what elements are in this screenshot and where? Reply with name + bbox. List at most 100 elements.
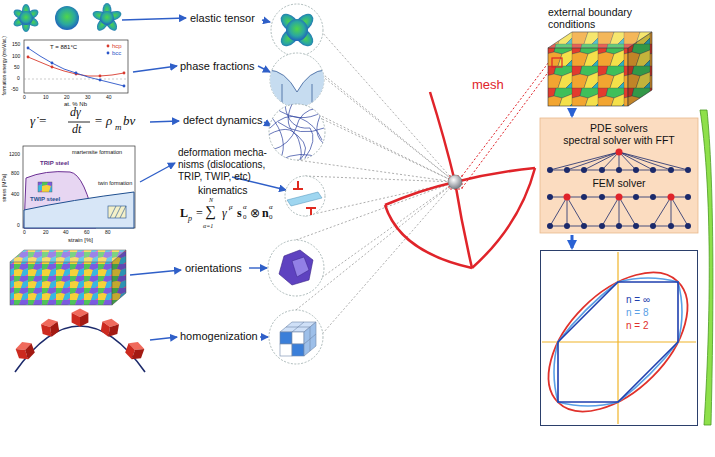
equation-term: n <box>262 207 269 221</box>
phase-chart-part <box>24 79 128 80</box>
solver-panel-part-part <box>633 167 639 173</box>
stress-strain-chart-part <box>24 192 134 228</box>
scale-circles-part <box>271 4 323 56</box>
flow-arrow <box>571 108 574 116</box>
text-label: elastic tensor <box>190 12 255 25</box>
node-text: n = 8 <box>626 307 649 319</box>
solver-panel-part-part <box>581 194 587 200</box>
mesh-lines-part <box>472 168 535 268</box>
mesh-lines <box>385 92 535 268</box>
ebsd-map-part <box>10 250 126 262</box>
phase-chart-part <box>24 40 128 93</box>
equation-term: α <box>229 203 233 211</box>
text-label: 800 <box>11 171 19 177</box>
yield-surface-part <box>617 252 618 424</box>
equation-term: = ρ <box>94 114 112 129</box>
scale-circles-part-part <box>292 332 304 344</box>
scale-circles-part <box>293 181 316 215</box>
flow-arrows-part <box>122 18 186 20</box>
solver-panel-part-part <box>616 223 622 229</box>
text-label: 1200 <box>9 152 20 158</box>
mesh-lines-part <box>385 168 535 205</box>
flow-arrows-part <box>130 270 181 275</box>
solver-panel-part-part <box>616 149 623 156</box>
tensor-blobs-part <box>55 6 79 30</box>
solver-panel-part-part <box>668 167 674 173</box>
scale-circles-part-part <box>272 108 318 150</box>
solver-panel-part-part <box>650 223 656 229</box>
mesh-node <box>448 175 462 189</box>
equation-term: 0 <box>269 213 273 221</box>
scale-circles-part <box>280 322 316 356</box>
energy-barrier-cubes-part <box>100 317 120 338</box>
text-label: 60 <box>84 230 90 236</box>
equation-term: N <box>209 197 213 204</box>
yield-surface-part <box>558 282 678 402</box>
text-label: 150 <box>12 42 20 48</box>
phase-chart-part-part <box>75 73 78 76</box>
scale-circles-part <box>268 240 324 296</box>
axis-title: formation energy (meV/at.) <box>2 36 8 95</box>
flow-arrows-part <box>150 121 179 122</box>
text-label: phase fractions <box>180 60 255 73</box>
solver-panel <box>540 118 698 233</box>
phase-chart-part-part <box>107 45 110 48</box>
scale-circles-part-part <box>280 344 292 356</box>
phase-chart-part-part <box>99 75 102 78</box>
flow-arrows-part <box>150 337 177 340</box>
text-label: 20 <box>64 95 70 101</box>
solver-panel-part-part <box>564 223 570 229</box>
solver-panel-part-part <box>616 194 623 201</box>
equation-term: α <box>269 203 273 211</box>
text-label: 10 <box>43 95 49 101</box>
equation-term: dt <box>72 123 81 137</box>
solver-panel-part-part <box>564 167 570 173</box>
tensor-blobs-part-part <box>100 11 114 25</box>
equation-term: L <box>180 207 188 221</box>
yield-surface-box: n = ∞n = 8n = 2 <box>540 250 698 426</box>
scale-circles-part-part <box>278 122 324 132</box>
scale-circles-part-part <box>304 322 316 356</box>
scale-circles-part <box>279 250 313 285</box>
stress-strain-chart-part <box>38 182 52 192</box>
phase-chart-part-part <box>27 47 30 50</box>
formed-part <box>700 110 713 425</box>
yield-surface <box>523 247 713 437</box>
text-label: 100 <box>12 54 20 60</box>
equation-term: ∑ <box>205 203 216 220</box>
text-label: orientations <box>185 262 242 275</box>
scale-circles-part-part <box>282 84 283 110</box>
node-title: external boundary conditions <box>548 6 653 30</box>
text-label: martensite formation <box>72 149 122 155</box>
scale-circles-part-part <box>292 344 304 356</box>
ebsd-map-part <box>10 250 126 262</box>
text-label: hcp <box>112 43 122 50</box>
text-label: 40 <box>106 95 112 101</box>
energy-barrier-cubes-part <box>40 317 60 338</box>
text-label: -50 <box>11 87 18 93</box>
energy-barrier-cubes-part <box>124 339 146 362</box>
solver-panel-part-part <box>581 223 587 229</box>
flow-arrows-part <box>249 267 267 268</box>
solver-panel-part-part <box>564 194 571 201</box>
equation-term: α=1 <box>203 223 213 230</box>
scale-circles-part-part <box>312 84 313 110</box>
flow-arrows-part <box>140 163 175 182</box>
stress-strain-chart <box>23 146 135 228</box>
equation-term: dγ <box>70 106 81 120</box>
text-label: 80 <box>105 230 111 236</box>
stress-strain-chart-part-part <box>110 206 116 218</box>
stress-strain-chart-part-part <box>115 206 121 218</box>
text-label: TRIP steel <box>40 160 69 167</box>
scale-circles-part <box>285 176 325 216</box>
scale-circles <box>268 4 326 364</box>
phase-chart <box>24 40 128 93</box>
ebsd-map <box>10 250 126 305</box>
text-label: 0 <box>17 223 20 229</box>
text-label: defect dynamics <box>183 114 262 127</box>
scale-circles-part <box>269 310 323 364</box>
polycrystal-cube-part <box>548 48 628 106</box>
text-label: 0 <box>23 95 26 101</box>
